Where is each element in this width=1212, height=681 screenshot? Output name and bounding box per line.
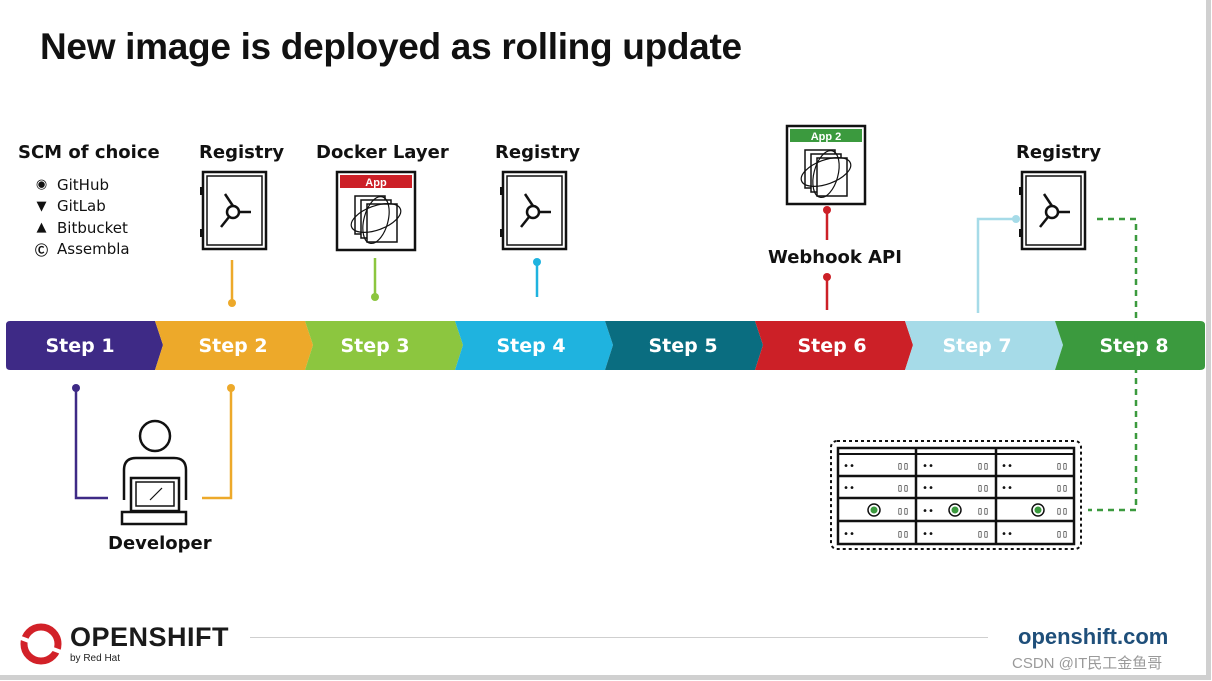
svg-text:▯▯: ▯▯ <box>897 461 909 472</box>
by-red-hat: by Red Hat <box>70 653 121 664</box>
registry-safe-icon-1 <box>200 170 268 251</box>
footer-divider <box>250 637 988 638</box>
svg-text:▯▯: ▯▯ <box>897 483 909 494</box>
gitlab-icon: ▼ <box>36 198 47 214</box>
developer-label: Developer <box>108 533 212 554</box>
scm-item-assembla: Ⓒ Assembla <box>34 240 130 259</box>
step-6-segment <box>755 321 913 370</box>
step-bar: Step 1 Step 2 Step 3 Step 4 Step 5 Step … <box>6 321 1205 370</box>
step-6-label: Step 6 <box>797 335 866 357</box>
registry-label-3: Registry <box>1016 142 1102 163</box>
svg-text:▯▯: ▯▯ <box>977 461 989 472</box>
svg-text:▯▯: ▯▯ <box>1056 529 1068 540</box>
step-1-label: Step 1 <box>45 335 114 357</box>
scm-item-bitbucket: ▲ Bitbucket <box>34 217 130 239</box>
scm-list: ◉ GitHub ▼ GitLab ▲ Bitbucket Ⓒ Assembla <box>34 174 130 260</box>
slide-title: New image is deployed as rolling update <box>40 26 742 67</box>
registry-safe-icon-2 <box>500 170 568 251</box>
app2-tag: App 2 <box>811 131 842 143</box>
connectors-top <box>228 206 1138 512</box>
developer-icon <box>120 419 188 526</box>
registry-label-2: Registry <box>495 142 581 163</box>
app2-icon: App 2 <box>785 124 867 206</box>
step-2-segment <box>155 321 313 370</box>
server-cluster-icon: ••▯▯ ••▯▯ ••▯▯ ••▯▯ ••▯▯ ••▯▯ ▯▯•• ▯▯▯▯ … <box>830 440 1082 550</box>
svg-text:▯▯: ▯▯ <box>897 506 909 517</box>
connectors-bottom <box>72 384 235 500</box>
svg-text:••: •• <box>1001 529 1013 540</box>
svg-text:••: •• <box>1001 483 1013 494</box>
step-8-label: Step 8 <box>1099 335 1168 357</box>
site-url: openshift.com <box>1018 624 1169 649</box>
svg-text:••: •• <box>1001 461 1013 472</box>
app-tag: App <box>365 177 387 189</box>
svg-text:••: •• <box>922 461 934 472</box>
svg-text:▯▯: ▯▯ <box>977 483 989 494</box>
step-3-label: Step 3 <box>340 335 409 357</box>
svg-text:••: •• <box>843 461 855 472</box>
step-5-segment <box>605 321 763 370</box>
scm-item-github: ◉ GitHub <box>35 175 109 194</box>
step-7-label: Step 7 <box>942 335 1011 357</box>
svg-text:••: •• <box>843 529 855 540</box>
watermark: CSDN @IT民工金鱼哥 <box>1012 655 1163 672</box>
svg-text:▯▯: ▯▯ <box>897 529 909 540</box>
svg-text:▯▯: ▯▯ <box>977 529 989 540</box>
step-7-segment <box>905 321 1063 370</box>
bitbucket-icon: ▲ <box>36 220 47 236</box>
svg-text:••: •• <box>843 483 855 494</box>
openshift-logo-icon <box>20 623 62 665</box>
assembla-icon: Ⓒ <box>34 243 48 259</box>
registry-safe-icon-3 <box>1019 170 1087 251</box>
svg-text:▯▯: ▯▯ <box>977 506 989 517</box>
svg-text:▯▯: ▯▯ <box>1056 461 1068 472</box>
step-4-label: Step 4 <box>496 335 565 357</box>
svg-text:••: •• <box>922 483 934 494</box>
step-3-segment <box>305 321 463 370</box>
svg-text:▯▯: ▯▯ <box>1056 506 1068 517</box>
openshift-brand: OPENSHIFT <box>70 622 230 652</box>
svg-text:••: •• <box>922 506 934 517</box>
step-2-label: Step 2 <box>198 335 267 357</box>
github-icon: ◉ <box>35 177 48 193</box>
step-5-label: Step 5 <box>648 335 717 357</box>
step-1-segment <box>6 321 163 370</box>
scm-item-gitlab: ▼ GitLab <box>34 196 130 218</box>
webhook-api-label: Webhook API <box>768 247 902 268</box>
step-8-segment <box>1055 321 1205 370</box>
scm-label: SCM of choice <box>18 142 160 163</box>
svg-text:▯▯: ▯▯ <box>1056 483 1068 494</box>
registry-label-1: Registry <box>199 142 285 163</box>
docker-app-icon: App <box>335 170 417 252</box>
step-4-segment <box>455 321 613 370</box>
svg-text:••: •• <box>922 529 934 540</box>
docker-layer-label: Docker Layer <box>316 142 449 163</box>
